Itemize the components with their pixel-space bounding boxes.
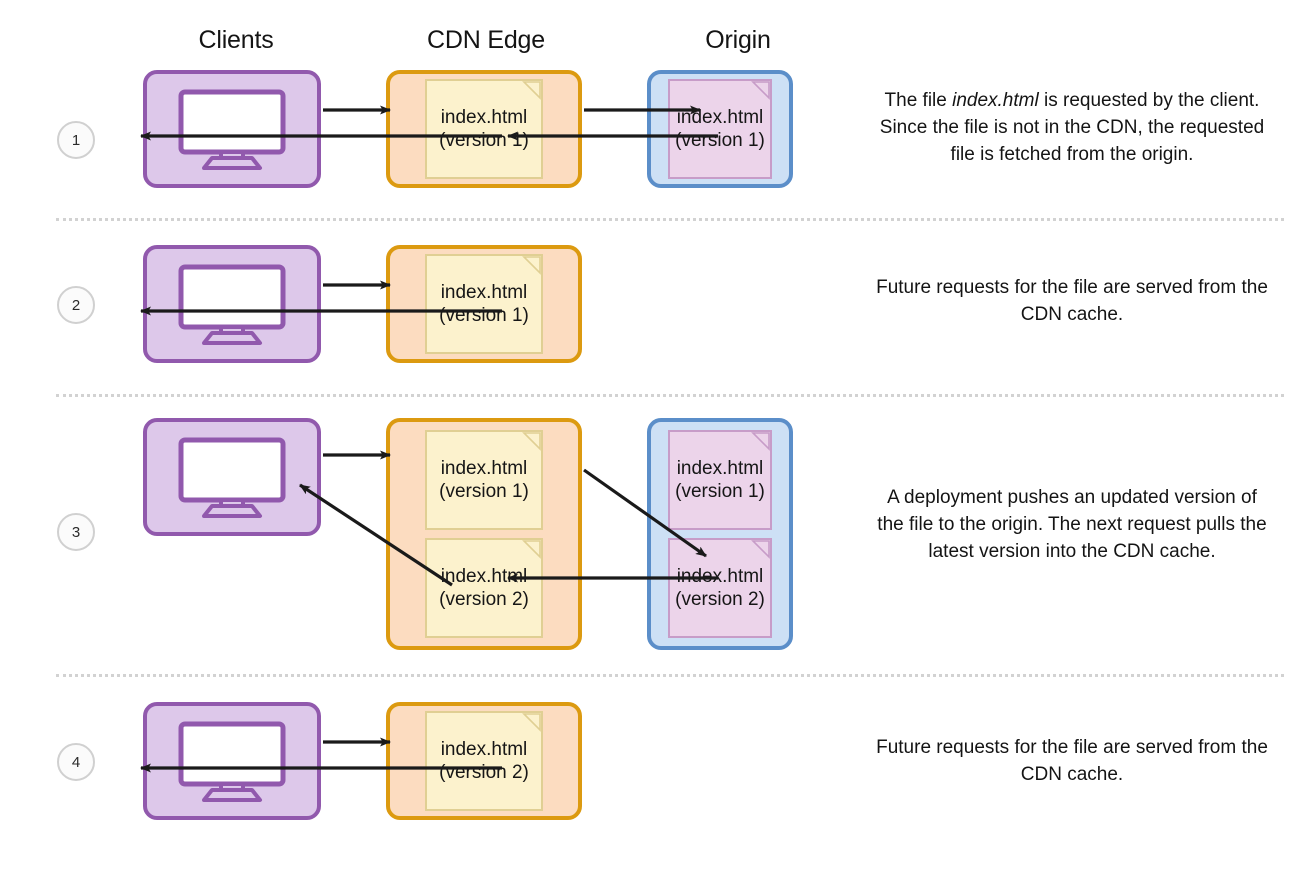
file-card-cdn-v1: index.html (version 1) <box>425 79 543 179</box>
column-header-clients: Clients <box>198 26 274 54</box>
folded-corner-icon <box>522 256 541 275</box>
file-card-cdn-v1: index.html (version 1) <box>425 254 543 354</box>
monitor-icon <box>172 434 292 520</box>
file-card-cdn-v2: index.html (version 2) <box>425 538 543 638</box>
step-badge-4: 4 <box>57 743 95 781</box>
file-version: (version 1) <box>675 130 765 151</box>
desc-part: is requested by the client. Since the fi… <box>879 90 1265 165</box>
file-version: (version 2) <box>675 589 765 610</box>
step-number: 2 <box>71 296 81 314</box>
origin-box-step-1: index.html (version 1) <box>647 70 793 188</box>
file-version: (version 2) <box>439 762 529 783</box>
file-name: index.html <box>440 281 528 303</box>
column-header-cdn-edge: CDN Edge <box>427 26 545 54</box>
step-number: 3 <box>71 523 81 541</box>
origin-box-step-3: index.html (version 1) index.html (versi… <box>647 418 793 650</box>
cdn-edge-box-step-4: index.html (version 2) <box>386 702 582 820</box>
file-card-origin-v1: index.html (version 1) <box>668 79 772 179</box>
folded-corner-icon <box>522 713 541 732</box>
column-header-origin: Origin <box>705 26 771 54</box>
clients-box-step-2 <box>143 245 321 363</box>
cdn-edge-box-step-1: index.html (version 1) <box>386 70 582 188</box>
desc-part-emphasis: index.html <box>952 90 1039 111</box>
file-version: (version 1) <box>439 305 529 326</box>
step-badge-2: 2 <box>57 286 95 324</box>
folded-corner-icon <box>751 81 770 100</box>
file-name: index.html <box>440 457 528 479</box>
row-divider-1 <box>56 218 1284 221</box>
file-version: (version 2) <box>439 589 529 610</box>
row-divider-2 <box>56 394 1284 397</box>
folded-corner-icon <box>751 432 770 451</box>
row-divider-3 <box>56 674 1284 677</box>
file-name: index.html <box>440 106 528 128</box>
clients-box-step-4 <box>143 702 321 820</box>
step-description-4: Future requests for the file are served … <box>876 737 1268 785</box>
step-description-3: A deployment pushes an updated version o… <box>877 487 1267 562</box>
monitor-icon <box>172 261 292 347</box>
step-number: 1 <box>71 131 81 149</box>
file-name: index.html <box>676 565 764 587</box>
file-card-origin-v2: index.html (version 2) <box>668 538 772 638</box>
folded-corner-icon <box>522 81 541 100</box>
step-badge-1: 1 <box>57 121 95 159</box>
file-name: index.html <box>440 565 528 587</box>
file-version: (version 1) <box>439 130 529 151</box>
step-badge-3: 3 <box>57 513 95 551</box>
file-version: (version 1) <box>675 481 765 502</box>
folded-corner-icon <box>522 540 541 559</box>
monitor-icon <box>172 718 292 804</box>
file-name: index.html <box>676 457 764 479</box>
file-card-cdn-v1: index.html (version 1) <box>425 430 543 530</box>
step-description-1: The file index.html is requested by the … <box>872 88 1272 169</box>
step-description-2: Future requests for the file are served … <box>876 277 1268 325</box>
monitor-icon <box>172 86 292 172</box>
file-version: (version 1) <box>439 481 529 502</box>
file-card-origin-v1: index.html (version 1) <box>668 430 772 530</box>
cdn-edge-box-step-3: index.html (version 1) index.html (versi… <box>386 418 582 650</box>
clients-box-step-3 <box>143 418 321 536</box>
file-name: index.html <box>676 106 764 128</box>
clients-box-step-1 <box>143 70 321 188</box>
folded-corner-icon <box>522 432 541 451</box>
desc-part: The file <box>884 90 953 111</box>
file-card-cdn-v2: index.html (version 2) <box>425 711 543 811</box>
folded-corner-icon <box>751 540 770 559</box>
file-name: index.html <box>440 738 528 760</box>
cdn-edge-box-step-2: index.html (version 1) <box>386 245 582 363</box>
step-number: 4 <box>71 753 81 771</box>
